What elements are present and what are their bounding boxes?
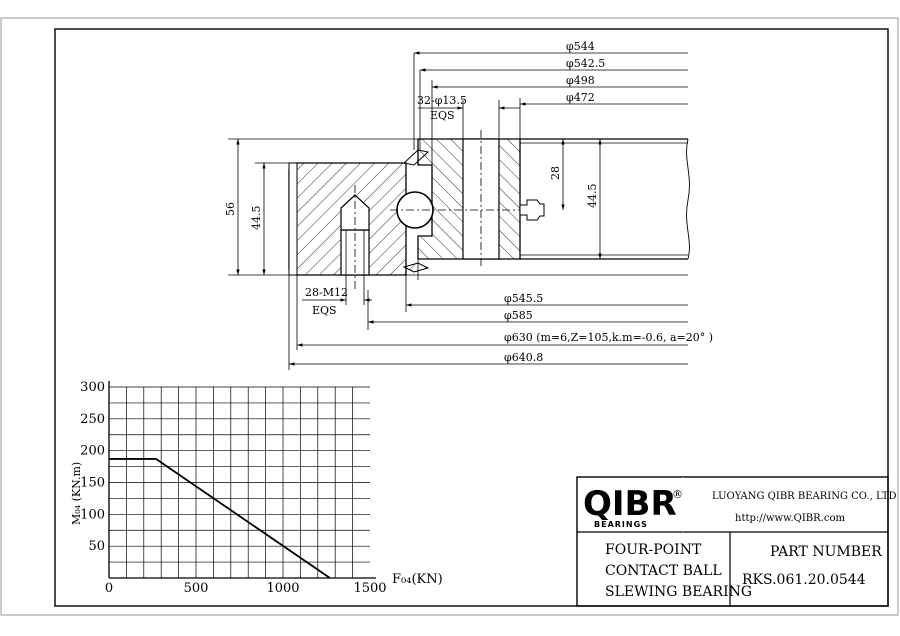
tooth-edge <box>288 162 298 276</box>
logo-text: QIBR <box>583 484 677 524</box>
dim-holes-eqs: EQS <box>430 109 455 122</box>
dim-d542-5: φ542.5 <box>566 57 605 70</box>
x-tick-label: 0 <box>105 581 113 596</box>
dim-d630: φ630 (m=6,Z=105,k.m=-0.6, a=20° ) <box>504 331 713 344</box>
x-tick-label: 500 <box>184 581 209 596</box>
title-block <box>576 476 889 607</box>
chart-grid <box>109 386 370 578</box>
drawing-frame <box>54 28 889 607</box>
dim-d498: φ498 <box>566 74 595 87</box>
product-desc-line2: CONTACT BALL <box>605 563 722 579</box>
part-number-value: RKS.061.20.0544 <box>742 572 866 588</box>
chart-ticks: 0 500 1000 1500 50 100 150 200 250 300 <box>80 380 386 596</box>
chart-ylabel: M₀₄ (KN.m) <box>70 462 83 525</box>
logo-sub: BEARINGS <box>594 520 648 529</box>
outer-border <box>0 17 899 616</box>
dim-h44-5-right: 44.5 <box>586 184 599 209</box>
logo-registered: ® <box>672 488 683 501</box>
seal-top <box>402 149 430 166</box>
x-tick-label: 1500 <box>353 581 386 596</box>
y-tick-label: 100 <box>80 507 105 522</box>
seal-bottom <box>402 262 430 273</box>
dim-h44-5-left: 44.5 <box>250 206 263 231</box>
qibr-logo: QIBR ® BEARINGS <box>583 484 683 529</box>
y-tick-label: 150 <box>80 476 105 491</box>
dim-tapped-eqs: EQS <box>312 304 337 317</box>
load-limit-line <box>109 458 331 579</box>
y-tick-label: 50 <box>88 539 105 554</box>
x-tick-label: 1000 <box>266 581 299 596</box>
dim-d585: φ585 <box>504 309 533 322</box>
chart-series <box>109 458 331 579</box>
y-tick-label: 300 <box>80 380 105 395</box>
bearing-section <box>288 130 690 290</box>
dim-h56: 56 <box>224 202 237 216</box>
dim-d472: φ472 <box>566 91 595 104</box>
chart-axes <box>108 381 376 579</box>
grease-nipple <box>519 199 545 221</box>
dim-d545-5: φ545.5 <box>504 292 543 305</box>
dim-d544: φ544 <box>566 40 595 53</box>
chart-xlabel: F₀₄(KN) <box>392 572 443 587</box>
dimension-lines <box>228 51 688 370</box>
company-website: http://www.QIBR.com <box>735 513 845 524</box>
part-number-label: PART NUMBER <box>770 544 882 560</box>
dim-h28: 28 <box>549 166 562 180</box>
dim-d640-8: φ640.8 <box>504 351 543 364</box>
load-chart: 0 500 1000 1500 50 100 150 200 250 300 F₀₄(KN) M₀… <box>70 380 443 596</box>
y-tick-label: 200 <box>80 444 105 459</box>
product-desc-line1: FOUR-POINT <box>605 542 702 558</box>
y-tick-label: 250 <box>80 412 105 427</box>
dimension-labels: φ544 φ542.5 φ498 32-φ13.5 EQS φ472 56 44… <box>224 40 713 364</box>
product-desc-line3: SLEWING BEARING <box>605 584 752 600</box>
dim-holes: 32-φ13.5 <box>417 94 467 107</box>
dim-tapped: 28-M12 <box>305 286 348 299</box>
company-name: LUOYANG QIBR BEARING CO., LTD <box>712 491 896 502</box>
